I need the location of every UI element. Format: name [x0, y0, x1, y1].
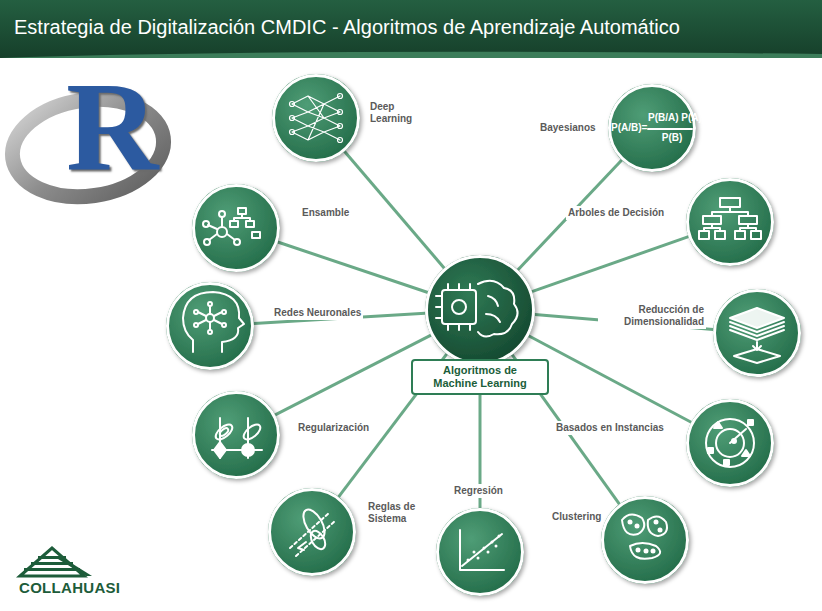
circle-outline	[272, 74, 360, 162]
circle-ring	[603, 498, 688, 583]
category-label: Ensamble	[300, 206, 351, 220]
formula-text: P(B/A) P(A)	[648, 112, 696, 124]
category-circle: Regresión	[436, 508, 524, 596]
circle-ring	[427, 257, 534, 364]
category-circle: Regularización	[192, 391, 280, 479]
circle-outline	[601, 496, 689, 584]
circle-outline	[425, 255, 535, 365]
category-label: Regularización	[296, 421, 371, 435]
circle-outline	[192, 184, 280, 272]
connector-line	[532, 237, 689, 292]
circle-ring	[270, 490, 355, 575]
category-label: Reducción de Dimensionalidad	[598, 303, 706, 329]
circle-ring	[274, 76, 359, 161]
category-circle: Redes Neuronales	[166, 282, 254, 370]
connector-line	[345, 152, 445, 269]
category-circle: Reglas de Sistema	[268, 488, 356, 576]
circle-ring	[168, 284, 253, 369]
circle-outline	[713, 289, 801, 377]
connector-line	[275, 335, 431, 415]
company-logo-text: COLLAHUASI	[19, 579, 120, 596]
category-label: Deep Learning	[368, 100, 434, 126]
category-circle: Reducción de Dimensionalidad	[713, 289, 801, 377]
category-circle: Basados en Instancias	[686, 399, 774, 487]
category-label: Regresión	[452, 484, 505, 498]
circle-outline	[686, 399, 774, 487]
circle-ring	[688, 401, 773, 486]
hub-label: Algoritmos de Machine Learning	[411, 359, 549, 395]
connector-line	[278, 242, 428, 293]
formula-text: P(A/B)=	[611, 122, 647, 134]
category-label: Arboles de Decisión	[566, 206, 666, 220]
logo-letter: R	[66, 62, 158, 190]
circle-outline	[166, 282, 254, 370]
circle-ring	[688, 180, 773, 265]
category-circle: Clustering	[601, 496, 689, 584]
circle-outline	[268, 488, 356, 576]
category-circle: Arboles de Decisión	[686, 178, 774, 266]
category-label: Redes Neuronales	[272, 306, 363, 320]
circle-outline	[192, 391, 280, 479]
circle-ring	[194, 393, 279, 478]
page-title: Estrategia de Digitalización CMDIC - Alg…	[14, 16, 680, 39]
circle-ring	[610, 86, 695, 171]
circle-outline	[436, 508, 524, 596]
category-label: Reglas de Sistema	[366, 500, 424, 526]
circle-outline	[686, 178, 774, 266]
category-circle: Deep Learning	[272, 74, 360, 162]
category-label: Bayesianos	[538, 121, 598, 135]
formula-text: P(B)	[648, 132, 696, 144]
category-label: Basados en Instancias	[554, 421, 666, 435]
circle-ring	[715, 291, 800, 376]
category-circle: BayesianosP(A/B)=P(B/A) P(A)P(B)	[608, 84, 696, 172]
circle-ring	[194, 186, 279, 271]
circle-ring	[438, 510, 523, 595]
category-circle: Ensamble	[192, 184, 280, 272]
category-label: Clustering	[550, 510, 603, 524]
hub-circle: Algoritmos de Machine Learning	[425, 255, 535, 365]
